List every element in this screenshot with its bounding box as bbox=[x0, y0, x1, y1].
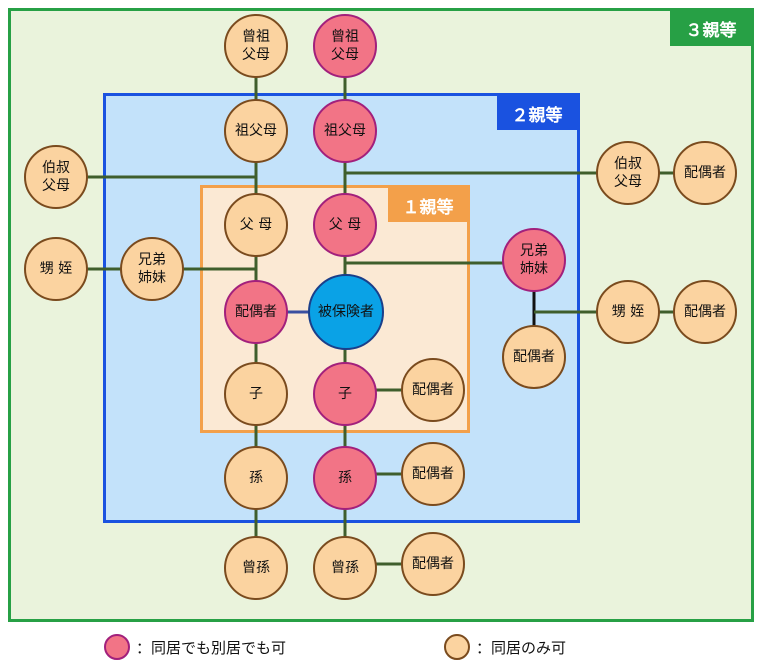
child-spouse-node: 配偶者 bbox=[401, 358, 465, 422]
legend-both-label: ：同居でも別居でも可 bbox=[136, 638, 287, 657]
aunt-uncle-node: 伯叔 父母 bbox=[596, 141, 660, 205]
nephew-niece-spouse-node: 配偶者 bbox=[673, 280, 737, 344]
grandchild-node: 孫 bbox=[224, 446, 288, 510]
second-degree-badge: ２親等 bbox=[497, 96, 577, 130]
first-degree-badge: １親等 bbox=[388, 188, 468, 222]
great-grandparents-node: 曾祖 父母 bbox=[224, 14, 288, 78]
grandparents-node: 祖父母 bbox=[224, 99, 288, 163]
grandparents-node: 祖父母 bbox=[313, 99, 377, 163]
sibling-spouse-node: 配偶者 bbox=[502, 325, 566, 389]
great-grandchild-node: 曾孫 bbox=[313, 536, 377, 600]
legend-item-both: ：同居でも別居でも可 bbox=[104, 634, 286, 660]
legend-cohabit-label: ：同居のみ可 bbox=[476, 638, 567, 657]
siblings-node: 兄弟 姉妹 bbox=[502, 228, 566, 292]
grandchild-spouse-node: 配偶者 bbox=[401, 442, 465, 506]
parents-node: 父 母 bbox=[224, 193, 288, 257]
great-grandparents-node: 曾祖 父母 bbox=[313, 14, 377, 78]
child-node: 子 bbox=[313, 362, 377, 426]
aunt-uncle-node: 伯叔 父母 bbox=[24, 145, 88, 209]
third-degree-badge: ３親等 bbox=[670, 10, 752, 46]
great-grandchild-node: 曾孫 bbox=[224, 536, 288, 600]
aunt-uncle-spouse-node: 配偶者 bbox=[673, 141, 737, 205]
parents-node: 父 母 bbox=[313, 193, 377, 257]
spouse-node: 配偶者 bbox=[224, 280, 288, 344]
insured-node: 被保険者 bbox=[308, 274, 384, 350]
grandchild-node: 孫 bbox=[313, 446, 377, 510]
legend: ：同居でも別居でも可 ：同居のみ可 bbox=[0, 628, 760, 668]
nephew-niece-node: 甥 姪 bbox=[24, 237, 88, 301]
legend-item-cohabit: ：同居のみ可 bbox=[444, 634, 566, 660]
legend-cohabit-swatch bbox=[444, 634, 470, 660]
legend-both-swatch bbox=[104, 634, 130, 660]
nephew-niece-node: 甥 姪 bbox=[596, 280, 660, 344]
great-grandchild-spouse-node: 配偶者 bbox=[401, 532, 465, 596]
child-node: 子 bbox=[224, 362, 288, 426]
siblings-node: 兄弟 姉妹 bbox=[120, 237, 184, 301]
